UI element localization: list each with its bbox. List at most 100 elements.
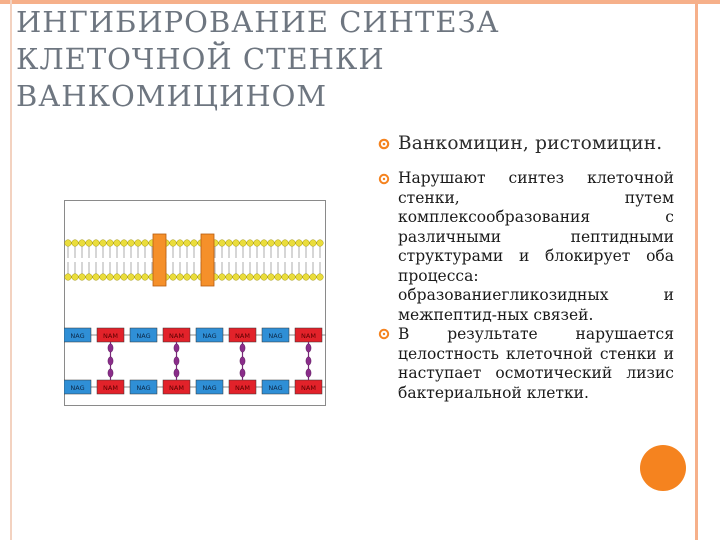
ring-bullet-icon xyxy=(378,173,390,185)
lipid-head xyxy=(176,239,184,247)
nag-sugar xyxy=(64,379,92,395)
nag-sugar xyxy=(195,379,224,395)
lipid-head xyxy=(288,273,296,281)
lipid-head xyxy=(169,273,177,281)
sugar-label: NAG xyxy=(202,384,216,392)
sugar-label: NAM xyxy=(235,332,250,340)
amino-acid xyxy=(305,368,312,378)
nag-sugar xyxy=(129,327,158,343)
lipid-head xyxy=(309,273,317,281)
bullet-text: В результате нарушается целостность клет… xyxy=(398,325,674,402)
lipid-head xyxy=(71,273,79,281)
lipid-head xyxy=(302,273,310,281)
lipid-head xyxy=(239,273,247,281)
amino-acid xyxy=(107,343,114,353)
amino-acid xyxy=(305,356,312,366)
bullet-item: Ванкомицин, ристомицин. xyxy=(378,132,674,155)
top-frame-line xyxy=(0,0,720,4)
lipid-head xyxy=(141,239,149,247)
lipid-head xyxy=(232,273,240,281)
sugar-label: NAM xyxy=(103,332,118,340)
lipid-head xyxy=(274,273,282,281)
lipid-head xyxy=(267,239,275,247)
nag-sugar xyxy=(261,379,290,395)
lipid-head xyxy=(267,273,275,281)
left-frame-line xyxy=(10,0,12,540)
lipid-head xyxy=(190,273,198,281)
amino-acid xyxy=(173,368,180,378)
vancomycin-block xyxy=(200,233,215,287)
amino-acid xyxy=(107,356,114,366)
sugar-label: NAG xyxy=(70,384,84,392)
lipid-head xyxy=(106,239,114,247)
sugar-label: NAG xyxy=(70,332,84,340)
bullet-list: Ванкомицин, ристомицин. Нарушают синтез … xyxy=(378,132,674,403)
lipid-head xyxy=(281,239,289,247)
title-line-3: ВАНКОМИЦИНОМ xyxy=(16,79,328,113)
ring-bullet-icon xyxy=(378,138,390,150)
lipid-head xyxy=(120,239,128,247)
lipid-head xyxy=(218,273,226,281)
bullet-text: Нарушают синтез клеточной стенки, путем … xyxy=(398,169,674,324)
title-line-2: КЛЕТОЧНОЙ СТЕНКИ xyxy=(16,42,385,76)
lipid-head xyxy=(78,239,86,247)
title-line-1: ИНГИБИРОВАНИЕ СИНТЕЗА xyxy=(16,5,500,39)
nag-sugar xyxy=(64,327,92,343)
lipid-head xyxy=(260,239,268,247)
lipid-head xyxy=(260,273,268,281)
lipid-head xyxy=(295,273,303,281)
lipid-head xyxy=(134,273,142,281)
diagram-border xyxy=(64,200,326,406)
lipid-head xyxy=(176,273,184,281)
lipid-head xyxy=(246,239,254,247)
lipid-head xyxy=(127,239,135,247)
vancomycin-block xyxy=(152,233,167,287)
sugar-label: NAM xyxy=(169,384,184,392)
lipid-head xyxy=(92,239,100,247)
amino-acid xyxy=(239,343,246,353)
lipid-head xyxy=(183,239,191,247)
lipid-head xyxy=(295,239,303,247)
lipid-bilayer xyxy=(64,239,324,281)
lipid-head xyxy=(85,273,93,281)
bullet-item: В результате нарушается целостность клет… xyxy=(378,325,674,403)
lipid-head xyxy=(113,239,121,247)
lipid-head xyxy=(309,239,317,247)
amino-acid xyxy=(107,368,114,378)
amino-acid xyxy=(239,368,246,378)
lipid-head xyxy=(225,273,233,281)
sugar-label: NAG xyxy=(202,332,216,340)
right-frame-line xyxy=(695,0,698,540)
amino-acid xyxy=(305,343,312,353)
lipid-head xyxy=(120,273,128,281)
sugar-label: NAM xyxy=(235,384,250,392)
lipid-head xyxy=(127,273,135,281)
lipid-head xyxy=(218,239,226,247)
lipid-head xyxy=(183,273,191,281)
lipid-head xyxy=(113,273,121,281)
lipid-head xyxy=(316,239,324,247)
bullet-item: Нарушают синтез клеточной стенки, путем … xyxy=(378,169,674,325)
lipid-head xyxy=(225,239,233,247)
lipid-head xyxy=(246,273,254,281)
sugar-label: NAG xyxy=(136,332,150,340)
lipid-head xyxy=(288,239,296,247)
lipid-head xyxy=(64,239,72,247)
lipid-head xyxy=(85,239,93,247)
sugar-label: NAG xyxy=(268,332,282,340)
sugar-label: NAG xyxy=(136,384,150,392)
amino-acid xyxy=(239,356,246,366)
nag-sugar xyxy=(129,379,158,395)
nag-sugar xyxy=(261,327,290,343)
lipid-head xyxy=(71,239,79,247)
lipid-head xyxy=(239,239,247,247)
ring-bullet-icon xyxy=(378,328,390,340)
lipid-head xyxy=(253,239,261,247)
lipid-head xyxy=(232,239,240,247)
lipid-head xyxy=(302,239,310,247)
lipid-head xyxy=(106,273,114,281)
lipid-head xyxy=(64,273,72,281)
lipid-head xyxy=(78,273,86,281)
